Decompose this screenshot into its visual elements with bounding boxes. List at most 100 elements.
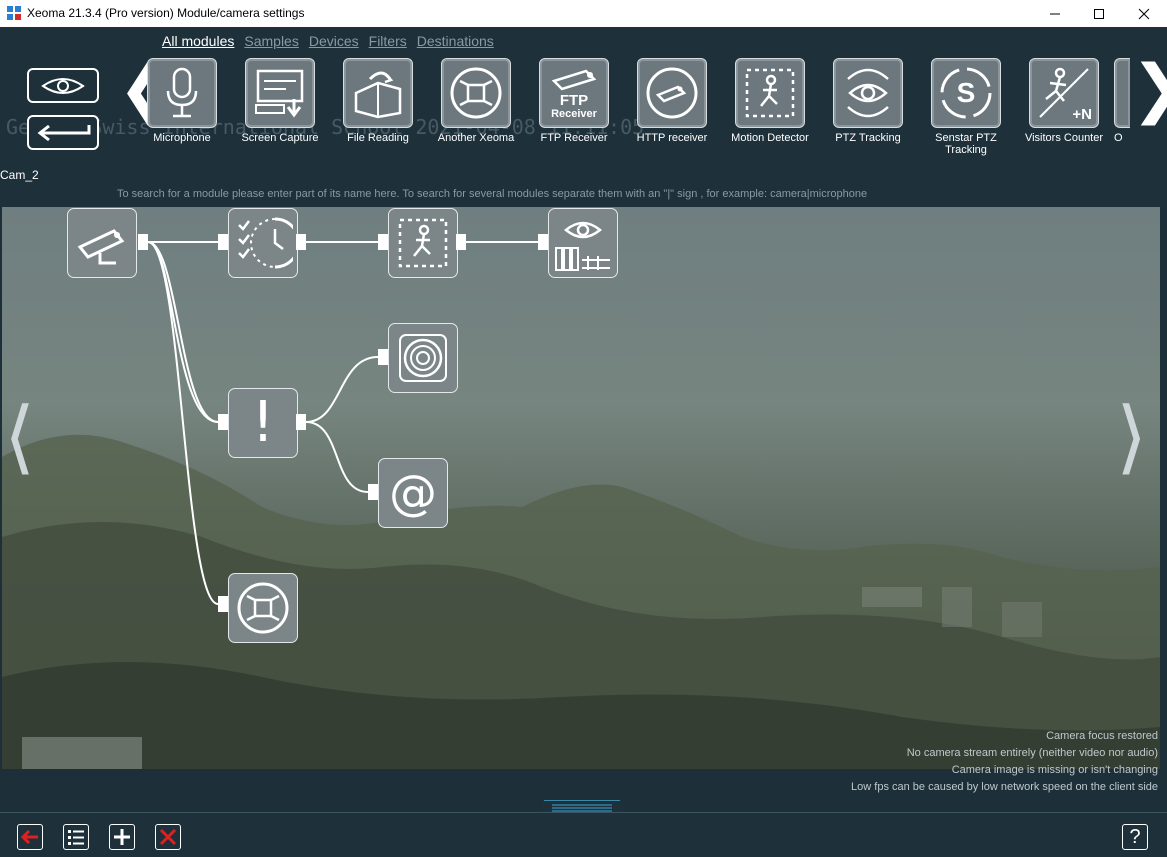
notice-item: Low fps can be caused by low network spe…: [851, 781, 1158, 793]
camera-notices: Camera focus restored No camera stream e…: [851, 728, 1158, 796]
maximize-icon: [1094, 8, 1104, 19]
tab-destinations[interactable]: Destinations: [416, 33, 494, 49]
add-button[interactable]: [109, 824, 135, 850]
exclamation-icon: !: [251, 390, 275, 455]
module-partial[interactable]: O: [1114, 58, 1130, 144]
return-button[interactable]: [27, 115, 99, 150]
input-port[interactable]: [218, 234, 228, 250]
close-icon: [1138, 8, 1150, 19]
at-sign-icon: @: [389, 465, 437, 521]
module-label: Screen Capture: [241, 132, 319, 144]
module-motion-detector[interactable]: Motion Detector: [722, 58, 818, 144]
bottom-toolbar: ?: [0, 812, 1167, 857]
return-arrow-icon: [37, 124, 91, 142]
module-http-receiver[interactable]: HTTP receiver: [624, 58, 720, 144]
tab-samples[interactable]: Samples: [244, 33, 299, 49]
screen-capture-icon: [245, 58, 315, 128]
input-port[interactable]: [378, 349, 388, 365]
app-main: All modules Samples Devices Filters Dest…: [0, 27, 1167, 857]
input-port[interactable]: [218, 414, 228, 430]
help-button[interactable]: ?: [1122, 824, 1148, 850]
receiver-badge: Receiver: [551, 107, 597, 120]
tab-devices[interactable]: Devices: [308, 33, 359, 49]
module-ptz-tracking[interactable]: PTZ Tracking: [820, 58, 916, 144]
next-camera-button[interactable]: ⟩: [1116, 397, 1147, 477]
universal-camera-node[interactable]: [67, 208, 137, 278]
minimize-button[interactable]: [1032, 0, 1078, 27]
panel-toggle-handle[interactable]: [537, 800, 627, 814]
module-file-reading[interactable]: File Reading: [330, 58, 426, 144]
another-xeoma-icon: [441, 58, 511, 128]
another-xeoma-node[interactable]: [228, 573, 298, 643]
camera-watermark: German Swiss International School 2021-0…: [6, 115, 645, 139]
module-connections: [147, 241, 538, 605]
chevron-right-icon: ❯: [1131, 52, 1167, 126]
grip-icon: [552, 804, 612, 812]
visitors-counter-icon: +N: [1029, 58, 1099, 128]
chevron-left-icon: ⟨: [4, 390, 36, 483]
module-label: Another Xeoma: [437, 132, 515, 144]
module-visitors-counter[interactable]: +N Visitors Counter: [1016, 58, 1112, 144]
output-port[interactable]: [456, 234, 466, 250]
module-label: HTTP receiver: [636, 132, 708, 144]
microphone-icon: [147, 58, 217, 128]
ptz-tracking-icon: [833, 58, 903, 128]
input-port[interactable]: [538, 234, 548, 250]
tab-filters[interactable]: Filters: [368, 33, 407, 49]
file-reading-icon: [343, 58, 413, 128]
module-another-xeoma[interactable]: Another Xeoma: [428, 58, 524, 144]
list-button[interactable]: [63, 824, 89, 850]
camera-icon: [77, 229, 125, 265]
senstar-ptz-icon: S: [931, 58, 1001, 128]
input-port[interactable]: [378, 234, 388, 250]
back-button[interactable]: [17, 824, 43, 850]
previous-camera-button[interactable]: ⟨: [4, 397, 35, 477]
preview-archive-node[interactable]: [548, 208, 618, 278]
module-ftp-receiver[interactable]: FTP Receiver FTP Receiver: [526, 58, 622, 144]
tab-all-modules[interactable]: All modules: [162, 33, 235, 49]
notice-item: Camera focus restored: [1046, 730, 1158, 742]
module-tabs: All modules Samples Devices Filters Dest…: [162, 33, 494, 49]
camera-preview-stage: ! @ ⟨ ⟩: [2, 207, 1160, 769]
motion-detector-icon: [398, 218, 448, 268]
output-port[interactable]: [296, 414, 306, 430]
arrow-left-icon: [20, 829, 38, 845]
problems-detector-node[interactable]: !: [228, 388, 298, 458]
camera-name-label: Cam_2: [0, 168, 39, 182]
scheduler-node[interactable]: [228, 208, 298, 278]
input-port[interactable]: [368, 484, 378, 500]
ftp-receiver-icon: FTP Receiver: [539, 58, 609, 128]
close-window-button[interactable]: [1121, 0, 1167, 27]
module-label: Visitors Counter: [1024, 132, 1104, 144]
module-label: FTP Receiver: [540, 132, 608, 144]
sound-alarm-node[interactable]: [388, 323, 458, 393]
maximize-button[interactable]: [1076, 0, 1122, 27]
window-title: Xeoma 21.3.4 (Pro version) Module/camera…: [27, 6, 305, 20]
email-node[interactable]: @: [378, 458, 448, 528]
output-port[interactable]: [296, 234, 306, 250]
module-senstar-ptz-tracking[interactable]: S Senstar PTZ Tracking: [918, 58, 1014, 156]
motion-detector-node[interactable]: [388, 208, 458, 278]
chevron-right-icon: ⟩: [1116, 390, 1148, 483]
module-label: PTZ Tracking: [835, 132, 901, 144]
preview-button[interactable]: [27, 68, 99, 103]
module-search-hint[interactable]: To search for a module please enter part…: [117, 188, 868, 200]
module-label: Microphone: [153, 132, 211, 144]
xeoma-logo-icon: [7, 6, 21, 20]
http-receiver-icon: [637, 58, 707, 128]
module-label: File Reading: [347, 132, 409, 144]
partial-module-icon: [1114, 58, 1130, 128]
scroll-right-button[interactable]: ❯: [1131, 57, 1167, 121]
input-port[interactable]: [218, 596, 228, 612]
counter-badge: +N: [1072, 106, 1092, 123]
delete-button[interactable]: [155, 824, 181, 850]
module-screen-capture[interactable]: Screen Capture: [232, 58, 328, 144]
module-microphone[interactable]: Microphone: [134, 58, 230, 144]
module-panel: All modules Samples Devices Filters Dest…: [0, 27, 1167, 207]
close-icon: [159, 828, 177, 846]
window-titlebar: Xeoma 21.3.4 (Pro version) Module/camera…: [0, 0, 1167, 27]
output-port[interactable]: [138, 234, 148, 250]
module-label: O: [1114, 132, 1123, 144]
scheduler-icon: [238, 217, 293, 269]
speaker-icon: [399, 334, 447, 382]
